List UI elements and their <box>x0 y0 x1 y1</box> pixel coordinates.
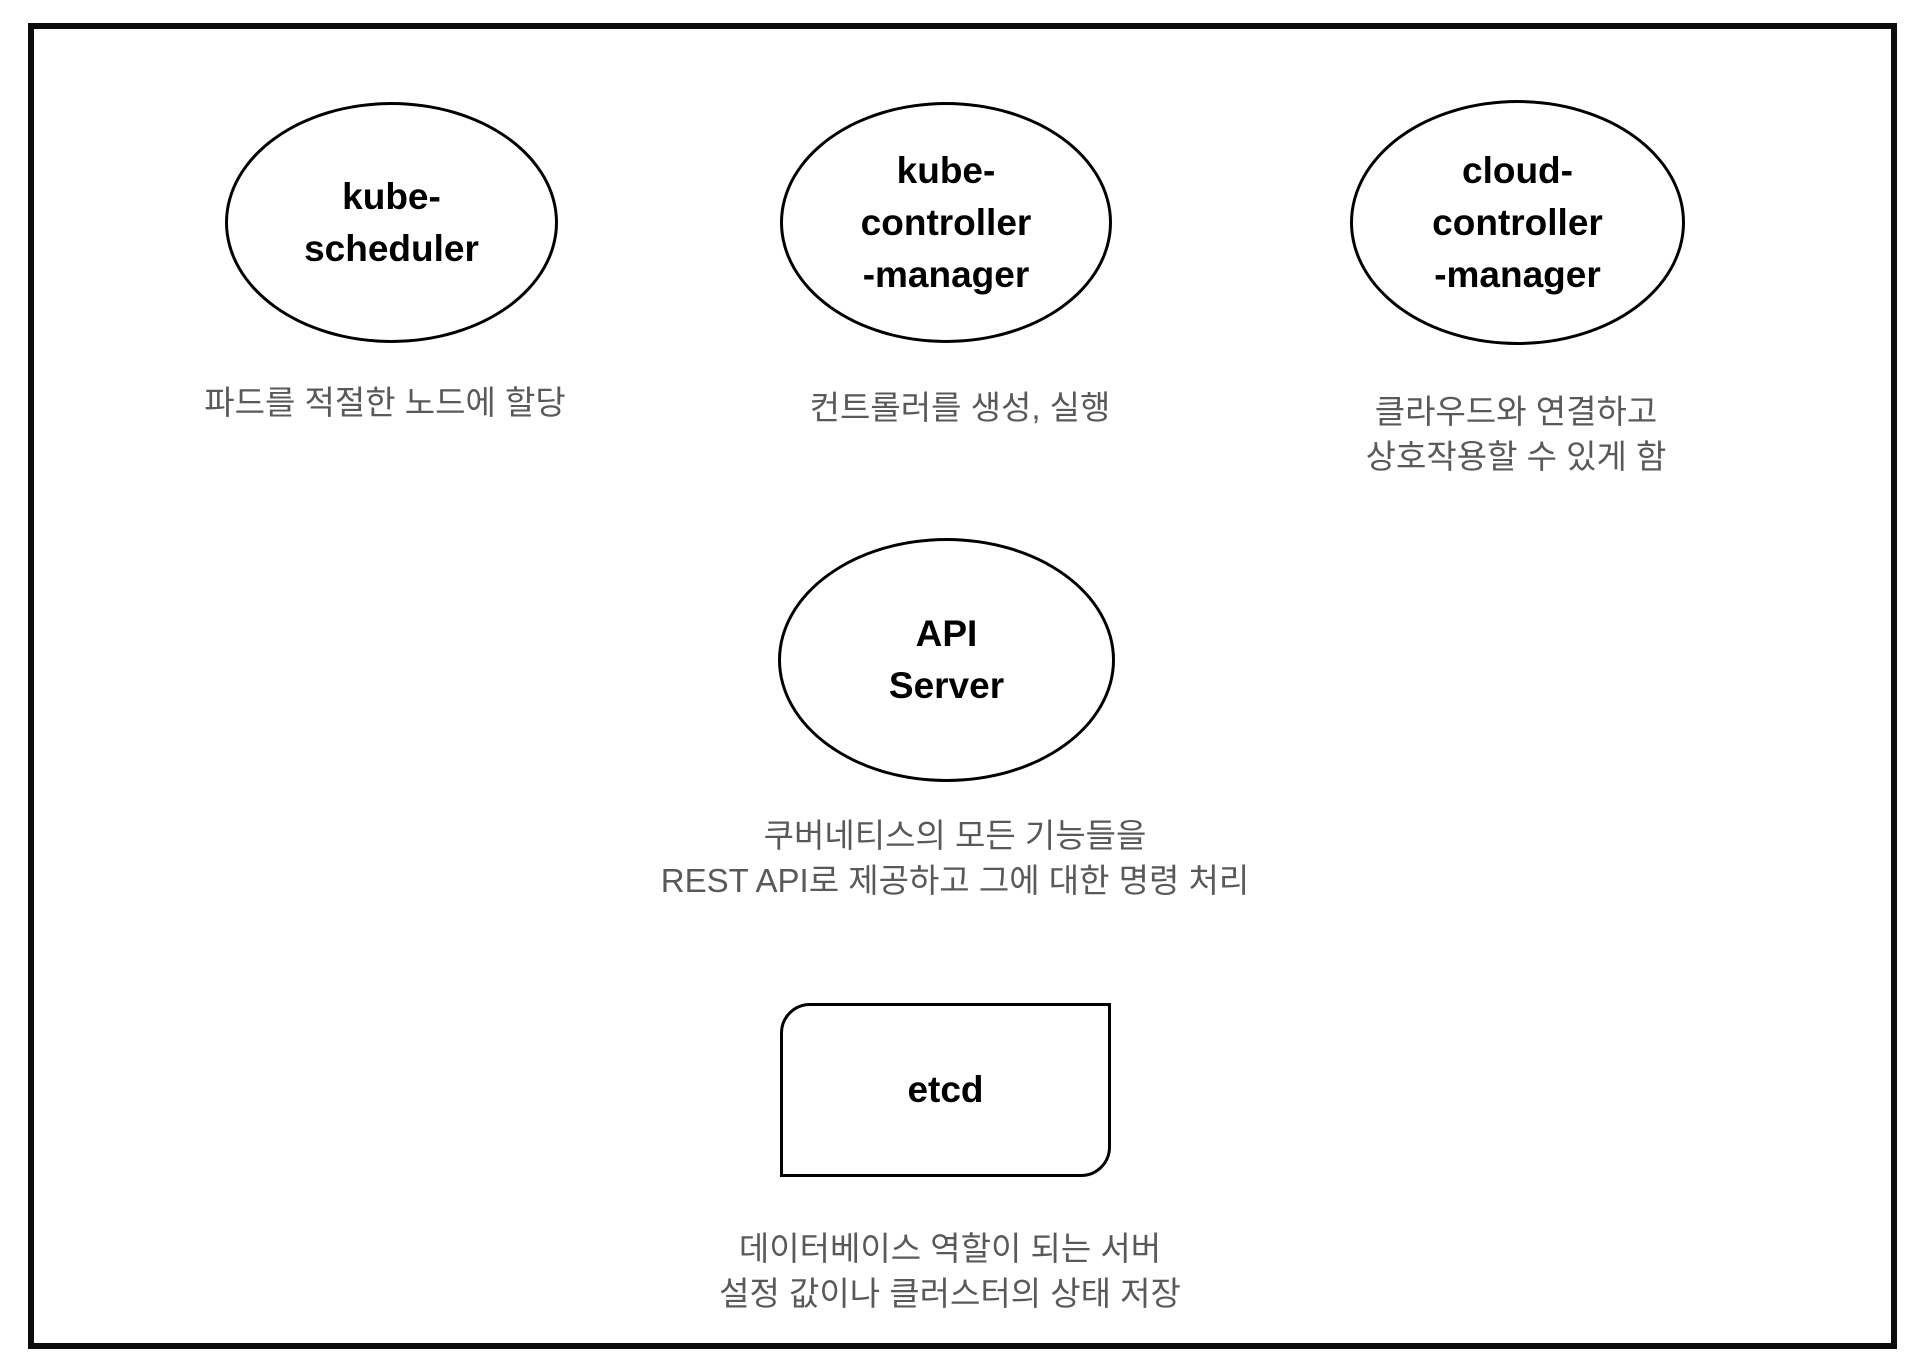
api-server-label: API Server <box>889 608 1004 712</box>
api-server-node: API Server <box>778 538 1115 782</box>
caption-line: 컨트롤러를 생성, 실행 <box>809 389 1111 426</box>
etcd-label: etcd <box>907 1064 983 1116</box>
node-label-line: scheduler <box>304 227 479 269</box>
cloud-controller-manager-label: cloud- controller -manager <box>1432 145 1603 301</box>
cloud-controller-manager-caption: 클라우드와 연결하고 상호작용할 수 있게 함 <box>1136 389 1896 479</box>
node-label-line: cloud- <box>1462 149 1573 191</box>
caption-line: 상호작용할 수 있게 함 <box>1365 438 1667 475</box>
caption-line: 쿠버네티스의 모든 기능들을 <box>763 817 1147 854</box>
kube-scheduler-node: kube- scheduler <box>225 102 558 343</box>
node-label-line: controller <box>1432 201 1603 243</box>
node-label-line: kube- <box>896 149 996 191</box>
kube-controller-manager-label: kube- controller -manager <box>861 145 1032 301</box>
caption-line: 파드를 적절한 노드에 할당 <box>204 384 566 421</box>
node-label-line: API <box>915 613 978 654</box>
node-label-line: etcd <box>907 1069 984 1110</box>
etcd-caption: 데이터베이스 역할이 되는 서버 설정 값이나 클러스터의 상태 저장 <box>570 1226 1330 1316</box>
kube-scheduler-caption: 파드를 적절한 노드에 할당 <box>5 380 765 425</box>
node-label-line: Server <box>888 665 1005 706</box>
caption-line: 설정 값이나 클러스터의 상태 저장 <box>719 1275 1181 1312</box>
node-label-line: -manager <box>1434 253 1601 295</box>
node-label-line: kube- <box>342 175 441 217</box>
caption-line: REST API로 제공하고 그에 대한 명령 처리 <box>660 862 1250 899</box>
cloud-controller-manager-node: cloud- controller -manager <box>1350 100 1685 345</box>
caption-line: 클라우드와 연결하고 <box>1374 393 1658 430</box>
caption-line: 데이터베이스 역할이 되는 서버 <box>738 1230 1162 1267</box>
node-label-line: controller <box>860 201 1032 243</box>
node-label-line: -manager <box>862 253 1030 295</box>
kube-scheduler-label: kube- scheduler <box>304 171 479 275</box>
etcd-node: etcd <box>780 1003 1111 1177</box>
kube-controller-manager-caption: 컨트롤러를 생성, 실행 <box>580 385 1340 430</box>
kube-controller-manager-node: kube- controller -manager <box>780 102 1112 343</box>
api-server-caption: 쿠버네티스의 모든 기능들을 REST API로 제공하고 그에 대한 명령 처… <box>575 813 1335 903</box>
